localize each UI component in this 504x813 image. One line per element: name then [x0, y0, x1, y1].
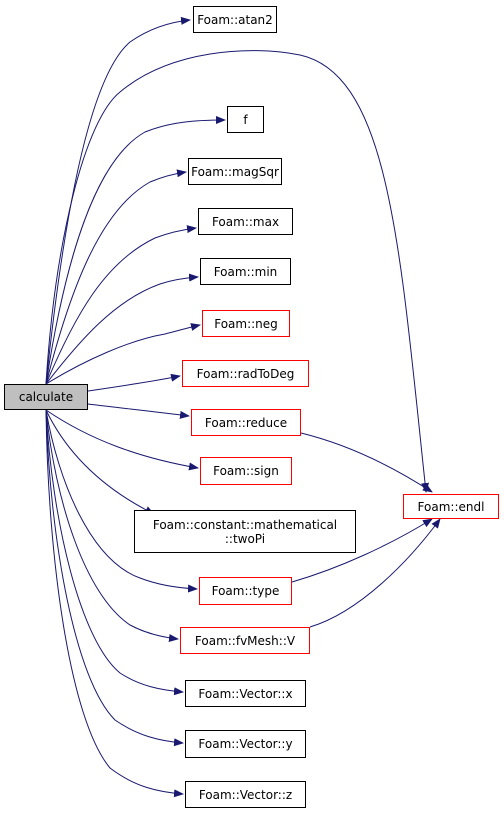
node-foam-vector-x[interactable]: Foam::Vector::x [185, 680, 306, 707]
edge-calculate-z [45, 409, 184, 798]
edge-calculate-y [45, 409, 184, 747]
edge-reduce-endl [300, 432, 433, 493]
node-calculate[interactable]: calculate [4, 384, 88, 410]
node-foam-type[interactable]: Foam::type [199, 577, 292, 605]
edge-calculate-min [45, 273, 199, 385]
node-foam-reduce[interactable]: Foam::reduce [191, 409, 301, 436]
node-foam-magsqr[interactable]: Foam::magSqr [188, 158, 282, 185]
node-foam-atan2[interactable]: Foam::atan2 [193, 6, 277, 33]
node-foam-sign[interactable]: Foam::sign [200, 457, 292, 485]
edge-calculate-max [45, 225, 197, 385]
node-foam-max[interactable]: Foam::max [198, 208, 293, 235]
node-foam-radtodeg[interactable]: Foam::radToDeg [182, 360, 309, 387]
node-foam-endl[interactable]: Foam::endl [403, 494, 499, 519]
edge-calculate-type [45, 409, 198, 593]
edge-V-endl [309, 518, 441, 628]
edge-calculate-V [45, 409, 179, 642]
edge-calculate-twoPi [45, 409, 155, 515]
node-foam-constant-mathematical-twopi[interactable]: Foam::constant::mathematical ::twoPi [134, 510, 356, 553]
node-foam-neg[interactable]: Foam::neg [202, 310, 290, 337]
edge-calculate-reduce [87, 403, 190, 419]
edge-calculate-f [45, 116, 226, 385]
edge-type-endl [291, 518, 433, 583]
edge-calculate-atan2 [45, 16, 191, 385]
node-foam-min[interactable]: Foam::min [200, 258, 291, 285]
edge-calculate-radToDeg [87, 373, 181, 392]
node-foam-fvmesh-v[interactable]: Foam::fvMesh::V [180, 627, 310, 654]
node-f[interactable]: f [227, 106, 264, 133]
edge-calculate-endl [45, 50, 430, 493]
edge-calculate-sign [45, 409, 199, 471]
edge-calculate-neg [45, 323, 201, 385]
edge-calculate-magSqr [45, 169, 187, 385]
edge-calculate-x [45, 409, 184, 696]
node-foam-vector-y[interactable]: Foam::Vector::y [185, 730, 306, 758]
node-foam-vector-z[interactable]: Foam::Vector::z [185, 781, 306, 808]
